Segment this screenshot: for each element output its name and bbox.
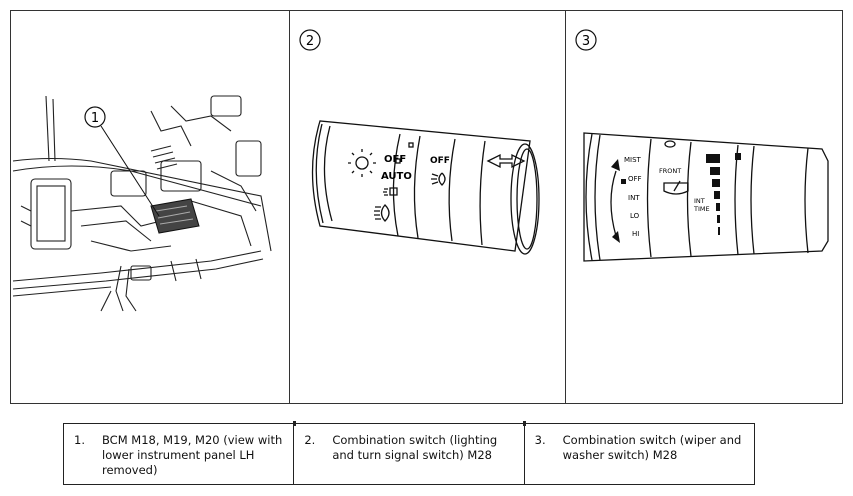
legend-item-text: Combination switch (lighting and turn si…: [332, 433, 498, 462]
bcm-illustration: 1: [12, 95, 272, 312]
legend-item-text: Combination switch (wiper and washer swi…: [562, 433, 742, 462]
label-wiper-off: OFF: [628, 175, 642, 183]
legend-item-2: 2. Combination switch (lighting and turn…: [294, 424, 525, 484]
panel-bcm-location: 1: [10, 10, 290, 404]
panel-wiper-switch: 3: [565, 10, 843, 404]
legend-item-number: 2.: [304, 433, 316, 447]
label-mist: MIST: [624, 156, 642, 164]
legend-item-number: 1.: [74, 433, 85, 447]
callout-2: [299, 29, 321, 51]
legend-item-3: 3. Combination switch (wiper and washer …: [525, 424, 754, 484]
label-int: INT: [628, 194, 640, 202]
label-front: FRONT: [659, 167, 681, 175]
callout-2-label: 2: [306, 34, 314, 49]
callout-1: [84, 106, 106, 128]
label-lo: LO: [630, 212, 640, 220]
legend-item-1: 1. BCM M18, M19, M20 (view with lower in…: [64, 424, 295, 484]
panel-lighting-switch: 2: [289, 10, 566, 404]
wiper-switch-illustration: 3: [575, 29, 829, 262]
callout-3-label: 3: [582, 34, 590, 49]
label-hi: HI: [632, 230, 639, 238]
legend-table: 1. BCM M18, M19, M20 (view with lower in…: [63, 423, 755, 485]
label-off: OFF: [384, 154, 406, 165]
legend-item-number: 3.: [534, 433, 546, 447]
label-fog-off: OFF: [430, 156, 450, 166]
int-time-scale: [706, 153, 741, 235]
label-int-time-1: INT: [694, 197, 705, 205]
label-int-time-2: TIME: [693, 205, 710, 213]
callout-3: [575, 29, 597, 51]
label-auto: AUTO: [381, 171, 412, 182]
legend-item-text: BCM M18, M19, M20 (view with lower instr…: [102, 433, 283, 477]
callout-1-label: 1: [91, 111, 99, 126]
lighting-switch-illustration: 2: [299, 29, 540, 255]
bcm-unit: [150, 198, 200, 234]
